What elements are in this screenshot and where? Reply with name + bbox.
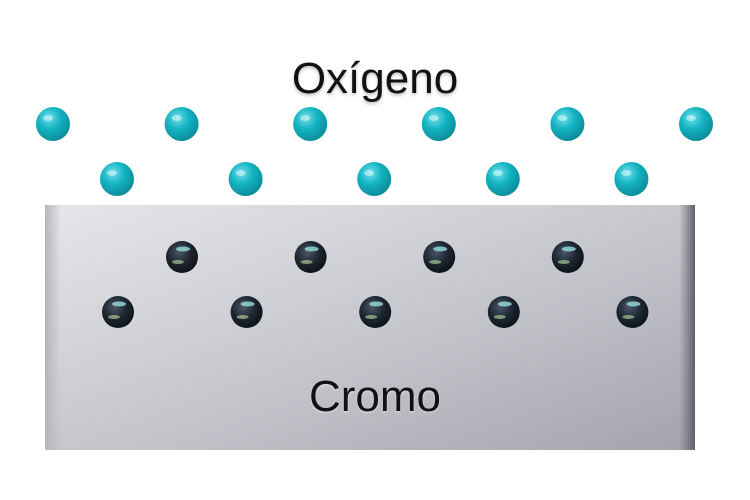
chromium-atom: [423, 241, 456, 273]
oxygen-atom: [357, 162, 392, 196]
oxygen-atoms: [36, 107, 713, 196]
chromium-atom: [102, 296, 134, 328]
chromium-atom: [616, 296, 649, 328]
oxygen-label: Oxígeno: [291, 54, 459, 103]
oxygen-atom: [100, 162, 134, 196]
chromium-label: Cromo: [308, 372, 442, 421]
oxygen-atom: [679, 107, 713, 141]
oxygen-atom: [485, 162, 520, 196]
oxygen-atom: [228, 162, 263, 196]
oxygen-atom: [293, 107, 328, 141]
chromium-atoms: [102, 241, 649, 328]
oxygen-atom: [36, 107, 70, 141]
chromium-atom: [230, 296, 263, 328]
oxygen-atom: [614, 162, 649, 196]
oxygen-atom: [550, 107, 585, 141]
chromium-slab: [45, 205, 695, 450]
chromium-atom: [487, 296, 520, 328]
chromium-atom: [166, 241, 198, 273]
oxygen-atom: [421, 107, 456, 141]
oxygen-atom: [164, 107, 199, 141]
chromium-atom: [551, 241, 584, 273]
chromium-atom: [359, 296, 392, 328]
chromium-atom: [294, 241, 327, 273]
